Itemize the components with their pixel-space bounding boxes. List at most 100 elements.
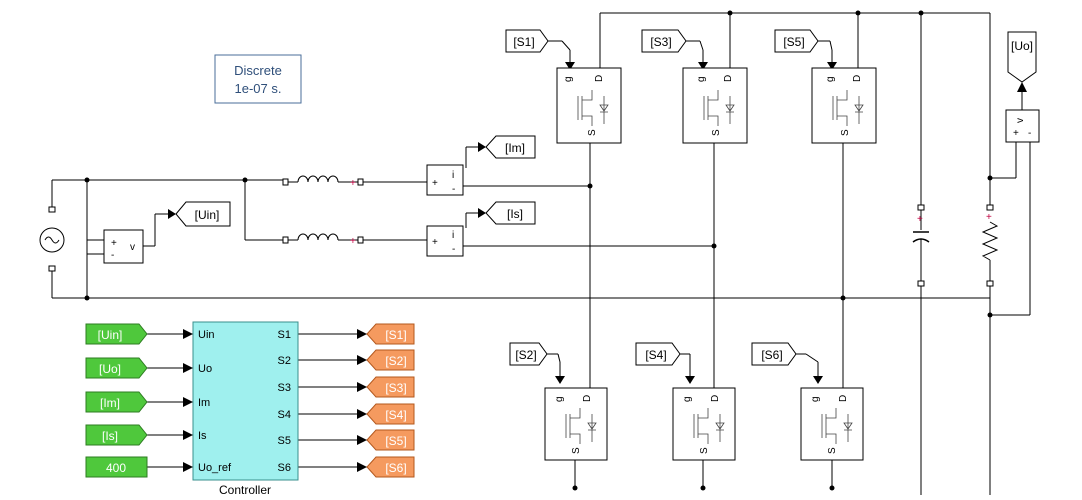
svg-text:+: + xyxy=(986,212,992,223)
svg-text:+: + xyxy=(111,238,117,249)
powergui-block[interactable]: Discrete 1e-07 s. xyxy=(214,54,302,104)
svg-text:[Im]: [Im] xyxy=(505,141,525,155)
svg-text:400: 400 xyxy=(106,461,126,475)
voltage-measurement-uo[interactable]: v + - xyxy=(1005,109,1040,143)
junction-dots xyxy=(84,10,993,491)
ac-voltage-source[interactable] xyxy=(39,206,65,272)
inductor-2[interactable]: + xyxy=(282,233,364,247)
svg-text:[S3]: [S3] xyxy=(650,35,671,49)
mosfet-s3[interactable]: g D S xyxy=(682,67,748,144)
svg-text:[Uo]: [Uo] xyxy=(1011,39,1033,53)
from-s3[interactable]: [S3] xyxy=(641,29,687,53)
goto-s2-orange[interactable]: [S2] xyxy=(366,349,415,371)
svg-text:g: g xyxy=(696,76,707,82)
svg-text:D: D xyxy=(838,395,849,402)
port-s5: S5 xyxy=(278,435,291,447)
controller-subsystem[interactable]: Uin Uo Im Is Uo_ref S1 S2 S3 S4 S5 S6 xyxy=(192,321,299,481)
svg-text:[Im]: [Im] xyxy=(100,396,120,410)
goto-uin[interactable]: [Uin] xyxy=(175,201,231,227)
svg-text:[S1]: [S1] xyxy=(513,35,534,49)
goto-s4-orange[interactable]: [S4] xyxy=(366,403,415,425)
goto-uo[interactable]: [Uo] xyxy=(1007,31,1037,83)
svg-text:v: v xyxy=(130,242,135,253)
voltage-measurement-uin[interactable]: + - v xyxy=(103,229,144,264)
svg-text:S: S xyxy=(827,447,838,454)
svg-text:-: - xyxy=(1028,128,1031,139)
port-is: Is xyxy=(198,430,207,442)
port-s6: S6 xyxy=(278,462,291,474)
svg-text:[S5]: [S5] xyxy=(783,35,804,49)
mosfet-s5[interactable]: g D S xyxy=(811,67,877,144)
svg-text:[Uin]: [Uin] xyxy=(98,328,123,342)
svg-text:+: + xyxy=(350,178,356,189)
svg-text:[S5]: [S5] xyxy=(385,434,406,448)
svg-text:+: + xyxy=(1013,128,1019,139)
port-uo-ref: Uo_ref xyxy=(198,462,232,474)
from-s4[interactable]: [S4] xyxy=(635,342,681,366)
svg-text:[Is]: [Is] xyxy=(102,429,118,443)
svg-text:[Uin]: [Uin] xyxy=(195,208,220,222)
from-is-green[interactable]: [Is] xyxy=(85,424,148,446)
svg-text:[S2]: [S2] xyxy=(515,348,536,362)
goto-s6-orange[interactable]: [S6] xyxy=(366,456,415,478)
from-im-green[interactable]: [Im] xyxy=(85,391,148,413)
mosfet-s4[interactable]: g D S xyxy=(672,387,736,461)
wires xyxy=(51,12,1031,495)
svg-text:+: + xyxy=(432,237,438,248)
svg-text:[Is]: [Is] xyxy=(507,207,523,221)
svg-text:[Uo]: [Uo] xyxy=(99,362,121,376)
svg-text:[S1]: [S1] xyxy=(385,328,406,342)
svg-text:D: D xyxy=(723,75,734,82)
mosfet-s2[interactable]: g D S xyxy=(544,387,608,461)
svg-text:+: + xyxy=(917,214,923,225)
from-s1[interactable]: [S1] xyxy=(505,29,549,53)
port-uin: Uin xyxy=(198,329,215,341)
goto-s5-orange[interactable]: [S5] xyxy=(366,429,415,451)
goto-im[interactable]: [Im] xyxy=(485,135,536,159)
mosfet-s1[interactable]: g D S xyxy=(556,67,622,144)
port-s4: S4 xyxy=(278,409,291,421)
svg-text:i: i xyxy=(452,230,454,241)
svg-text:D: D xyxy=(582,395,593,402)
svg-text:S: S xyxy=(699,447,710,454)
svg-text:[S3]: [S3] xyxy=(385,381,406,395)
port-s3: S3 xyxy=(278,382,291,394)
controller-inputs: [Uin] [Uo] [Im] [Is] 400 xyxy=(85,323,148,478)
svg-text:v: v xyxy=(1015,118,1026,123)
svg-text:+: + xyxy=(350,236,356,247)
svg-text:D: D xyxy=(594,75,605,82)
load-resistor[interactable]: + xyxy=(981,204,999,287)
svg-text:+: + xyxy=(432,178,438,189)
goto-s3-orange[interactable]: [S3] xyxy=(366,376,415,398)
svg-text:g: g xyxy=(563,76,574,82)
port-s2: S2 xyxy=(278,355,291,367)
mosfet-s6[interactable]: g D S xyxy=(800,387,864,461)
port-im: Im xyxy=(198,397,210,409)
controller-label: Controller xyxy=(219,483,271,497)
from-s2[interactable]: [S2] xyxy=(509,342,548,366)
svg-text:D: D xyxy=(710,395,721,402)
from-s5[interactable]: [S5] xyxy=(774,29,819,53)
goto-is[interactable]: [Is] xyxy=(485,201,536,225)
port-s1: S1 xyxy=(278,329,291,341)
solver-step: 1e-07 s. xyxy=(235,81,282,96)
svg-text:[S6]: [S6] xyxy=(761,348,782,362)
port-uo: Uo xyxy=(198,363,212,375)
from-uo-green[interactable]: [Uo] xyxy=(85,357,148,379)
from-s6[interactable]: [S6] xyxy=(751,342,797,366)
solver-type: Discrete xyxy=(234,63,282,78)
constant-uo-ref[interactable]: 400 xyxy=(85,456,148,478)
current-measurement-im[interactable]: + i - xyxy=(426,164,464,196)
svg-text:g: g xyxy=(825,76,836,82)
svg-text:-: - xyxy=(452,244,455,255)
svg-text:g: g xyxy=(682,396,693,402)
svg-text:-: - xyxy=(111,250,114,261)
inductor-1[interactable]: + xyxy=(282,175,364,189)
svg-text:[S4]: [S4] xyxy=(645,348,666,362)
from-uin-green[interactable]: [Uin] xyxy=(85,323,148,345)
current-measurement-is[interactable]: + i - xyxy=(426,225,464,257)
svg-text:[S2]: [S2] xyxy=(385,354,406,368)
goto-s1-orange[interactable]: [S1] xyxy=(366,323,415,345)
dc-capacitor[interactable]: + xyxy=(912,204,930,287)
